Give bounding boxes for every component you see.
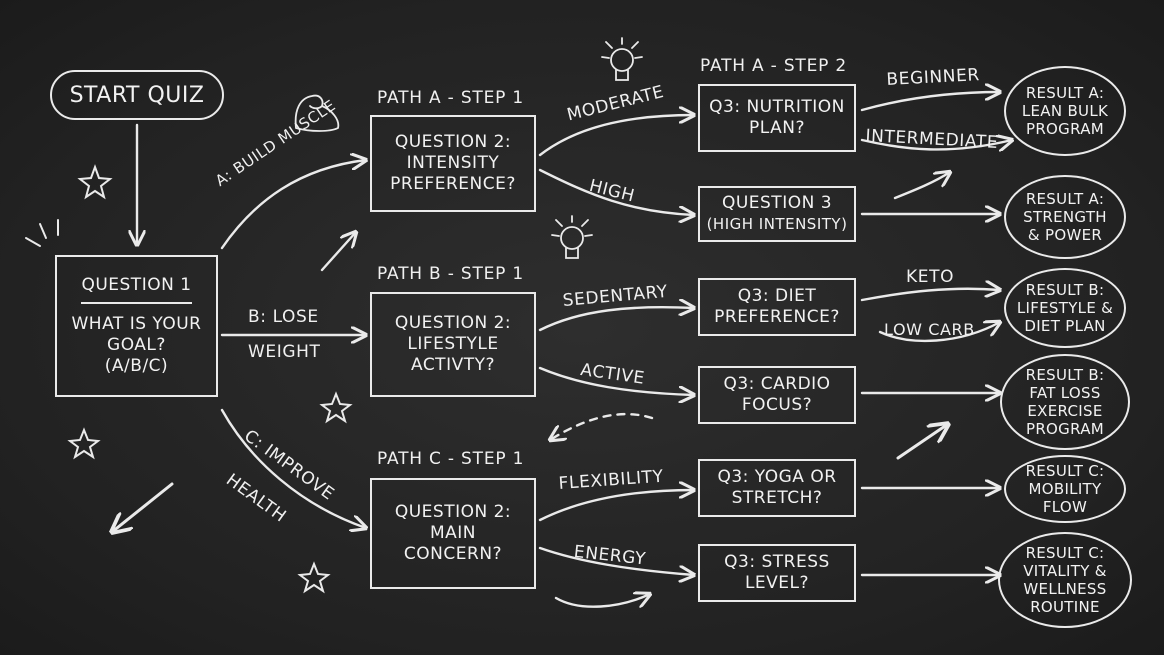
result-line: STRENGTH (1023, 208, 1107, 226)
connector-q1-c (220, 408, 366, 528)
q3-yoga-box[interactable]: Q3: YOGA OR STRETCH? (698, 459, 856, 517)
emphasis-marks (25, 219, 59, 247)
q3-stress-line: Q3: STRESS (724, 552, 830, 572)
q3-yoga-line: Q3: YOGA OR (717, 467, 837, 487)
connector-moderate (538, 115, 694, 157)
question-2a-line: INTENSITY (406, 153, 500, 173)
branch-b-label: B: LOSE (248, 307, 319, 327)
result-line: DIET PLAN (1024, 317, 1106, 335)
result-line: LEAN BULK (1021, 102, 1109, 120)
connector-q1-a (220, 160, 366, 250)
q3-cardio-line: FOCUS? (741, 395, 813, 415)
deco-arrow-up-right-a (893, 172, 950, 200)
q3-high-intensity-line: QUESTION 3 (721, 193, 833, 213)
connector-intermediate (860, 140, 1012, 149)
question-2a-line: QUESTION 2: (394, 132, 512, 152)
question-1-title: QUESTION 1 (81, 275, 192, 304)
path-b-step1-header: PATH B - STEP 1 (377, 264, 525, 284)
q3-diet-box[interactable]: Q3: DIET PREFERENCE? (698, 278, 856, 336)
lightbulb-icon (601, 37, 643, 81)
deco-arrow-up-left (320, 232, 356, 272)
branch-b-label: WEIGHT (248, 342, 321, 362)
question-2c-box[interactable]: QUESTION 2: MAIN CONCERN? (370, 478, 536, 589)
start-quiz-label: START QUIZ (69, 82, 205, 108)
star-icon (67, 427, 101, 460)
result-line: ROUTINE (1030, 598, 1100, 616)
result-c2-oval[interactable]: RESULT C: VITALITY & WELLNESS ROUTINE (998, 532, 1132, 628)
question-2a-line: PREFERENCE? (390, 174, 516, 194)
deco-dashed-arrow (550, 412, 654, 440)
connector-high (538, 168, 694, 215)
result-line: RESULT B: (1025, 366, 1105, 384)
q3-diet-line: PREFERENCE? (714, 307, 840, 327)
result-c1-oval[interactable]: RESULT C: MOBILITY FLOW (1004, 455, 1126, 523)
result-line: LIFESTYLE & (1016, 299, 1114, 317)
result-b2-oval[interactable]: RESULT B: FAT LOSS EXERCISE PROGRAM (1000, 354, 1130, 450)
question-1-line: WHAT IS YOUR (71, 314, 202, 334)
result-line: & POWER (1027, 226, 1103, 244)
result-line: WELLNESS (1023, 580, 1107, 598)
q3-cardio-line: Q3: CARDIO (723, 374, 831, 394)
lightbulb-icon (551, 215, 593, 259)
question-2c-line: QUESTION 2: (394, 502, 512, 522)
q3-nutrition-box[interactable]: Q3: NUTRITION PLAN? (698, 84, 856, 152)
connector-beginner (860, 92, 1000, 112)
question-1-line: (A/B/C) (104, 356, 169, 376)
deco-arrow-up-right-b (896, 424, 948, 460)
question-1-box[interactable]: QUESTION 1 WHAT IS YOUR GOAL? (A/B/C) (55, 255, 218, 397)
result-a1-oval[interactable]: RESULT A: LEAN BULK PROGRAM (1004, 66, 1126, 156)
result-line: RESULT B: (1025, 281, 1105, 299)
result-line: PROGRAM (1025, 120, 1104, 138)
question-2a-box[interactable]: QUESTION 2: INTENSITY PREFERENCE? (370, 115, 536, 212)
result-line: MOBILITY (1028, 480, 1102, 498)
connector-low-carb (878, 322, 1000, 343)
deco-arrow-sw (112, 482, 174, 532)
path-a-step1-header: PATH A - STEP 1 (377, 88, 525, 108)
path-a-step2-header: PATH A - STEP 2 (700, 56, 848, 76)
q3-stress-box[interactable]: Q3: STRESS LEVEL? (698, 544, 856, 602)
option-keto: KETO (906, 267, 955, 287)
star-icon (319, 391, 353, 424)
result-line: RESULT C: (1025, 462, 1105, 480)
q3-nutrition-line: Q3: NUTRITION (709, 97, 845, 117)
star-icon (297, 561, 331, 594)
star-icon (77, 164, 113, 200)
q3-nutrition-line: PLAN? (749, 118, 805, 138)
result-line: RESULT A: (1025, 190, 1105, 208)
option-low-carb: LOW CARB (884, 320, 975, 339)
q3-high-intensity-box[interactable]: QUESTION 3 (HIGH INTENSITY) (698, 186, 856, 242)
question-1-line: GOAL? (107, 335, 166, 355)
question-2b-line: ACTIVTY? (410, 355, 496, 375)
question-2b-box[interactable]: QUESTION 2: LIFESTYLE ACTIVTY? (370, 292, 536, 397)
q3-cardio-box[interactable]: Q3: CARDIO FOCUS? (698, 366, 856, 424)
connector-energy (538, 546, 694, 575)
q3-high-intensity-line: (HIGH INTENSITY) (706, 215, 848, 233)
result-line: EXERCISE (1027, 402, 1103, 420)
q3-yoga-line: STRETCH? (731, 488, 823, 508)
q3-diet-line: Q3: DIET (737, 286, 817, 306)
result-line: RESULT C: (1025, 544, 1105, 562)
result-a2-oval[interactable]: RESULT A: STRENGTH & POWER (1004, 175, 1126, 259)
result-b1-oval[interactable]: RESULT B: LIFESTYLE & DIET PLAN (1004, 268, 1126, 348)
connector-sedentary (538, 307, 694, 332)
flexed-arm-icon (294, 94, 340, 132)
question-2b-line: LIFESTYLE (407, 334, 499, 354)
deco-curved-arrow (554, 594, 650, 607)
result-line: VITALITY & (1023, 562, 1107, 580)
question-2c-line: MAIN (429, 523, 477, 543)
path-c-step1-header: PATH C - STEP 1 (377, 449, 525, 469)
result-line: FLOW (1042, 498, 1088, 516)
result-line: FAT LOSS (1029, 384, 1101, 402)
question-2c-line: CONCERN? (403, 544, 503, 564)
start-quiz-button[interactable]: START QUIZ (50, 70, 224, 120)
question-2b-line: QUESTION 2: (394, 313, 512, 333)
connector-active (538, 366, 694, 395)
result-line: RESULT A: (1025, 84, 1105, 102)
q3-stress-line: LEVEL? (744, 573, 810, 593)
connector-keto (860, 289, 1000, 302)
result-line: PROGRAM (1025, 420, 1104, 438)
connector-flexibility (538, 490, 694, 522)
